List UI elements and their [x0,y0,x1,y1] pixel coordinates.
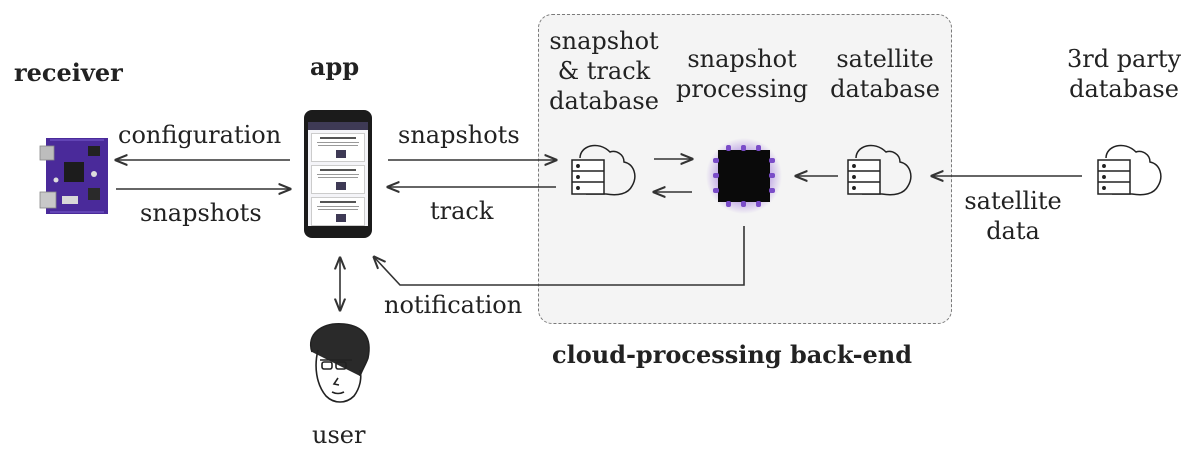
label-line: snapshot [687,45,797,73]
server-cloud-icon-satellite-db [847,144,912,196]
label-line: snapshot [549,27,659,55]
label-line: processing [675,75,809,103]
arrow-notification [374,226,745,286]
processor-chip-icon [706,138,782,214]
label-line: & track [557,57,651,85]
node-third-party-db: 3rd party database [1060,44,1188,104]
label-line: data [986,217,1040,245]
label-line: database [549,87,659,115]
edge-track: track [430,197,494,225]
edge-notification: notification [384,291,523,319]
server-cloud-icon-snapshot-db [571,144,636,196]
server-cloud-icon-third-party-db [1097,144,1162,196]
node-receiver: receiver [14,58,123,87]
node-app: app [310,52,360,81]
node-snapshot-track-db: snapshot & track database [542,26,666,116]
phone-screen [308,122,368,226]
receiver-board-icon [39,138,108,214]
label-line: database [830,75,940,103]
node-backend: cloud-processing back-end [552,340,913,369]
label-line: 3rd party [1066,45,1182,73]
node-satellite-db: satellite database [826,44,944,104]
smartphone-icon [304,110,372,238]
label-line: satellite [964,187,1062,215]
node-user: user [312,421,366,449]
edge-configuration: configuration [118,121,282,149]
edge-snapshots-app: snapshots [398,121,520,149]
label-line: satellite [836,45,934,73]
user-face-icon [309,323,370,403]
label-line: database [1069,75,1179,103]
edge-snapshots-receiver: snapshots [140,199,262,227]
edge-satellite-data: satellite data [958,186,1068,246]
node-snapshot-processing: snapshot processing [672,44,812,104]
